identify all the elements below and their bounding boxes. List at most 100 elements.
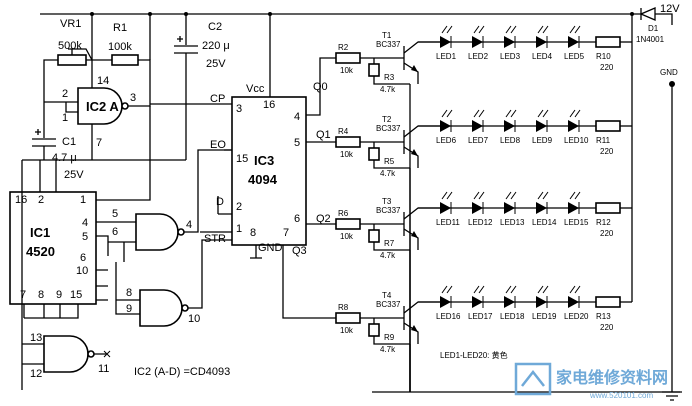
ic2a-pin-14: 14 xyxy=(97,75,109,87)
emitter-arrow xyxy=(411,149,418,156)
ic3-label-vcc: Vcc xyxy=(246,83,265,95)
ic3-label-q3: Q3 xyxy=(292,245,307,257)
ic3-pin-7: 7 xyxy=(283,227,289,239)
led-label: LED10 xyxy=(564,136,589,145)
led-label: LED9 xyxy=(532,136,553,145)
bias-resistor xyxy=(368,229,380,243)
led-rays-icon xyxy=(441,109,453,132)
ic3-pin-1: 1 xyxy=(236,223,242,235)
led-label: LED2 xyxy=(468,52,489,61)
emitter-arrow xyxy=(411,231,418,238)
ic1-pin-16: 16 xyxy=(15,194,27,206)
led-diode-icon xyxy=(440,36,451,48)
supply-voltage-label: 12V xyxy=(660,3,680,15)
collector-resistor xyxy=(595,296,621,308)
led-rays-icon xyxy=(473,285,485,308)
ic1-pin-4: 4 xyxy=(82,217,88,229)
led-label: LED15 xyxy=(564,218,589,227)
ic3-pin-16: 16 xyxy=(263,99,275,111)
bias-wire xyxy=(373,224,410,251)
transistor-name: T4 xyxy=(382,291,392,300)
bias-wire xyxy=(373,58,410,85)
collector-resistor xyxy=(595,120,621,132)
led-diode-icon xyxy=(472,202,483,214)
collector-resistor-value: 220 xyxy=(600,229,614,238)
d1-label: D1 xyxy=(648,24,659,33)
led-rays-icon xyxy=(505,25,517,48)
watermark-url: www.520101.com xyxy=(589,391,653,400)
bias-resistor-name: R3 xyxy=(384,73,395,82)
led-rays-icon xyxy=(537,109,549,132)
led-rays-icon xyxy=(441,25,453,48)
ground-label: GND xyxy=(660,68,678,77)
gate3-pin-12: 12 xyxy=(30,368,42,380)
ic3-label-eo: EO xyxy=(210,139,226,151)
r1-name: R1 xyxy=(113,22,127,34)
c2-voltage: 25V xyxy=(206,58,226,70)
note-led: LED1-LED20: 黄色 xyxy=(440,350,508,360)
ic3-label-str: STR xyxy=(204,233,226,245)
ic1-pin-8: 8 xyxy=(38,289,44,301)
ic1-pin-7: 7 xyxy=(20,289,26,301)
gate3-pin-13: 13 xyxy=(30,332,42,344)
collector-resistor xyxy=(595,36,621,48)
base-resistor-value: 10k xyxy=(340,232,354,241)
collector-resistor-value: 220 xyxy=(600,323,614,332)
bias-resistor-value: 4.7k xyxy=(380,251,396,260)
gate3-pin-11: 11 xyxy=(98,363,109,375)
led-diode-icon xyxy=(568,296,579,308)
ic2a-pin-2: 2 xyxy=(62,88,68,100)
gate1-pin-4: 4 xyxy=(186,219,192,231)
led-diode-icon xyxy=(504,120,515,132)
led-diode-icon xyxy=(472,120,483,132)
collector-resistor-name: R10 xyxy=(596,52,611,61)
transistor-name: T1 xyxy=(382,31,392,40)
bias-resistor-name: R9 xyxy=(384,333,395,342)
ic3-label-q1: Q1 xyxy=(316,129,331,141)
ic3-pin-3: 3 xyxy=(236,103,242,115)
led-label: LED17 xyxy=(468,312,493,321)
base-resistor xyxy=(335,312,361,324)
ic3-label-cp: CP xyxy=(210,93,225,105)
gate2-pin-10: 10 xyxy=(188,313,200,325)
ic3-pin-4: 4 xyxy=(294,111,300,123)
gate3 xyxy=(21,160,111,390)
led-diode-icon xyxy=(440,202,451,214)
ic2a-name: IC2 A xyxy=(86,99,119,114)
led-diode-icon xyxy=(536,296,547,308)
led-diode-icon xyxy=(536,36,547,48)
transistor-part: BC337 xyxy=(376,300,401,309)
led-rays-icon xyxy=(505,109,517,132)
led-label: LED3 xyxy=(500,52,521,61)
emitter-arrow xyxy=(411,65,418,72)
bias-wire xyxy=(373,318,410,345)
ic3-label-q0: Q0 xyxy=(313,81,328,93)
ic2a-pin-3: 3 xyxy=(130,92,136,104)
bias-resistor xyxy=(368,147,380,161)
led-label: LED19 xyxy=(532,312,557,321)
led-diode-icon xyxy=(472,36,483,48)
ic3-part: 4094 xyxy=(248,172,278,187)
ground-rail xyxy=(372,81,682,401)
led-label: LED7 xyxy=(468,136,489,145)
collector-resistor xyxy=(595,202,621,214)
led-label: LED6 xyxy=(436,136,457,145)
emitter-arrow xyxy=(411,325,418,332)
led-label: LED16 xyxy=(436,312,461,321)
led-label: LED1 xyxy=(436,52,457,61)
bias-resistor-name: R5 xyxy=(384,157,395,166)
led-diode-icon xyxy=(504,36,515,48)
led-label: LED5 xyxy=(564,52,585,61)
led-diode-icon xyxy=(440,120,451,132)
led-diode-icon xyxy=(568,120,579,132)
local-rail xyxy=(22,159,186,192)
d1-part-label: 1N4001 xyxy=(636,35,665,44)
bias-resistor xyxy=(368,63,380,77)
transistor-name: T2 xyxy=(382,115,392,124)
collector-resistor-value: 220 xyxy=(600,63,614,72)
base-resistor-name: R4 xyxy=(338,127,349,136)
base-resistor xyxy=(335,218,361,230)
